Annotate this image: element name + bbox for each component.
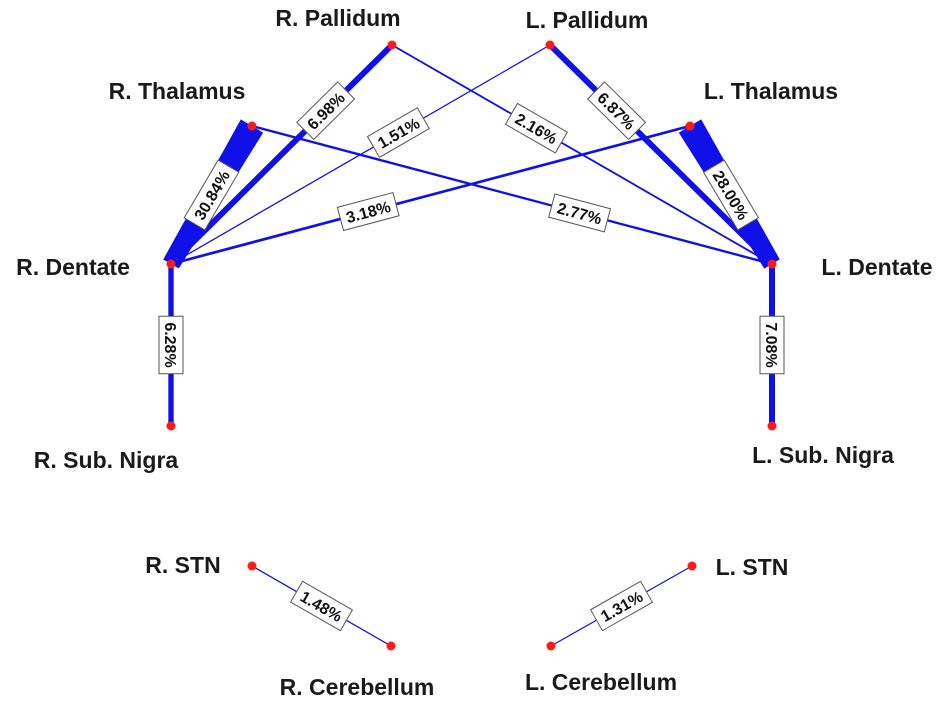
edge-label-6: 1.51% xyxy=(366,107,430,159)
nodes-layer xyxy=(166,40,777,651)
edge-l-dentate-l-pallidum xyxy=(547,42,775,267)
edge-label-7: 2.16% xyxy=(504,102,568,154)
edge-label-10: 1.48% xyxy=(289,580,354,632)
node-l-subnigra-label: L. Sub. Nigra xyxy=(752,442,894,468)
node-l-stn-label: L. STN xyxy=(716,554,789,580)
node-r-subnigra-label: R. Sub. Nigra xyxy=(34,447,179,473)
edge-label-2: 6.28% xyxy=(158,315,184,375)
node-l-cerebellum-label: L. Cerebellum xyxy=(525,669,677,695)
edge-label-box xyxy=(586,81,647,141)
edge-label-box xyxy=(289,580,354,632)
edge-r-dentate-r-pallidum xyxy=(168,42,395,267)
edge-label-text: 6.28% xyxy=(161,322,178,367)
edge-label-box xyxy=(702,159,760,231)
node-r-cerebellum-label: R. Cerebellum xyxy=(280,674,435,700)
edge-labels-layer: 30.84% 28.00% 6.28% 7.08% 6.98% 6.87% 1.51% 2.1… xyxy=(158,81,785,632)
edge-label-box xyxy=(589,580,654,632)
node-l-pallidum-dot xyxy=(545,40,555,50)
node-r-dentate-dot xyxy=(166,259,176,269)
node-r-pallidum-dot xyxy=(387,40,397,50)
edge-label-3: 7.08% xyxy=(759,315,785,375)
edge-l-dentate-r-thalamus xyxy=(251,124,773,266)
node-labels-layer: R. Pallidum L. Pallidum R. Thalamus L. Thal… xyxy=(16,5,932,700)
node-r-stn-dot xyxy=(247,561,257,571)
edge-label-box xyxy=(366,107,430,159)
edge-label-1: 28.00% xyxy=(702,159,760,231)
node-l-thalamus-label: L. Thalamus xyxy=(704,78,838,104)
edge-label-text: 7.08% xyxy=(762,322,779,367)
edge-label-5: 6.87% xyxy=(586,81,647,141)
node-l-pallidum-label: L. Pallidum xyxy=(526,7,649,33)
edge-label-11: 1.31% xyxy=(589,580,654,632)
edge-label-4: 6.98% xyxy=(296,81,356,141)
edge-label-box xyxy=(504,102,568,154)
edge-label-box xyxy=(336,191,400,232)
edge-label-9: 2.77% xyxy=(548,193,612,233)
node-l-dentate-label: L. Dentate xyxy=(821,254,932,280)
node-r-cerebellum-dot xyxy=(386,641,396,651)
node-l-subnigra-dot xyxy=(767,421,777,431)
edge-label-box xyxy=(759,315,785,375)
node-r-pallidum-label: R. Pallidum xyxy=(275,5,400,31)
edge-label-box xyxy=(296,81,356,141)
edge-label-box xyxy=(158,315,184,375)
node-r-stn-label: R. STN xyxy=(145,552,220,578)
node-l-thalamus-dot xyxy=(685,121,695,131)
edge-label-box xyxy=(548,193,612,233)
edge-label-0: 30.84% xyxy=(183,159,240,231)
edges-layer xyxy=(163,42,780,647)
edge-r-dentate-l-thalamus xyxy=(170,124,691,266)
edge-label-box xyxy=(183,159,240,231)
node-r-dentate-label: R. Dentate xyxy=(16,254,130,280)
node-l-dentate-dot xyxy=(767,259,777,269)
node-r-subnigra-dot xyxy=(166,421,176,431)
node-l-cerebellum-dot xyxy=(546,641,556,651)
edge-label-8: 3.18% xyxy=(336,191,400,232)
node-r-thalamus-dot xyxy=(247,121,257,131)
node-r-thalamus-label: R. Thalamus xyxy=(109,78,246,104)
node-l-stn-dot xyxy=(687,561,697,571)
